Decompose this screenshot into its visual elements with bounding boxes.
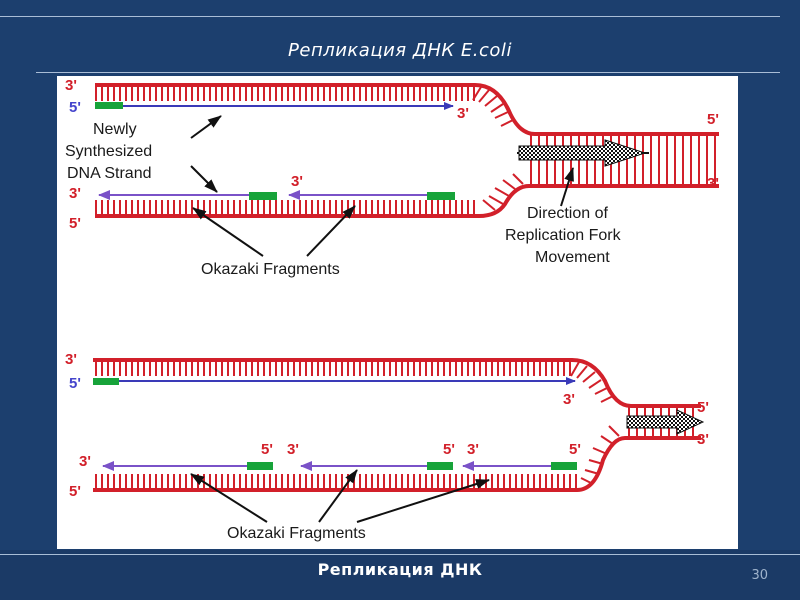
slide-title: Репликация ДНК E.coli [288, 40, 512, 61]
newly-synth-label-line2: Synthesized [65, 143, 152, 160]
top-lag-primer-left [249, 192, 277, 200]
bottom-direction-arrow [626, 409, 705, 435]
top-okazaki-label: Okazaki Fragments [201, 261, 340, 278]
top-diagram: 3' 5' 3' 5' 3' 3' 3' 5' Newly Synthesize… [65, 77, 719, 278]
bottom-okazaki-pointer-left [190, 473, 268, 523]
top-okazaki-pointer-left [192, 207, 264, 257]
top-fork-upper-arm [474, 83, 719, 136]
newly-pointer-up [190, 115, 222, 139]
bottom-okazaki-pointer-right [356, 479, 490, 523]
direction-pointer [560, 167, 574, 207]
newly-synth-label-line1: Newly [93, 121, 137, 138]
direction-label-line2: Replication Fork [505, 227, 622, 244]
bottom-lag-primer-a [247, 462, 273, 470]
top-label-3-right: 3' [707, 175, 719, 192]
top-rule [0, 16, 780, 17]
footer-rule [0, 554, 800, 555]
top-label-5-leading: 5' [69, 99, 81, 116]
top-label-3-leading: 3' [457, 105, 469, 122]
bottom-lower-base-ticks [93, 474, 577, 488]
footer-title: Репликация ДНК [317, 560, 483, 579]
bottom-fork-upper-arm [571, 358, 701, 408]
top-label-3-upper: 3' [65, 77, 77, 94]
bottom-fork-upper-teeth [570, 361, 614, 403]
bottom-fork-lower-arm [93, 436, 626, 492]
top-label-5-lower: 5' [69, 215, 81, 232]
bottom-label-3-leading: 3' [563, 391, 575, 408]
bottom-leading-primer [93, 378, 119, 385]
replication-figure: 3' 5' 3' 5' 3' 3' 3' 5' Newly Synthesize… [57, 76, 738, 549]
bottom-upper-base-ticks [93, 362, 572, 376]
top-fork-upper-teeth [472, 86, 514, 127]
top-lower-base-ticks [95, 200, 479, 214]
bottom-frag-3-a: 3' [287, 441, 299, 458]
top-lag-primer-right [427, 192, 455, 200]
bottom-frag-5-a: 5' [261, 441, 273, 458]
top-label-3-lagging: 3' [69, 185, 81, 202]
bottom-label-3-lagging: 3' [79, 453, 91, 470]
bottom-label-5-right: 5' [697, 399, 709, 416]
bottom-fork-lower-teeth [580, 425, 620, 485]
bottom-label-3-upper: 3' [65, 351, 77, 368]
top-fork-lower-teeth [482, 173, 524, 211]
bottom-label-3-right: 3' [697, 431, 709, 448]
footer-bar [0, 550, 800, 600]
bottom-diagram: 3' 5' 3' 5' 3' 3' 5' 3' 5' 3' 5' 5' Okaz… [65, 351, 709, 542]
direction-label-line1: Direction of [527, 205, 608, 222]
top-direction-arrow [518, 139, 647, 167]
bottom-frag-5-c: 5' [569, 441, 581, 458]
page-number: 30 [751, 568, 768, 583]
replication-diagram: 3' 5' 3' 5' 3' 3' 3' 5' Newly Synthesize… [65, 77, 719, 542]
top-fork-lower-arm [95, 184, 530, 218]
bottom-okazaki-label: Okazaki Fragments [227, 525, 366, 542]
bottom-lag-primer-b [427, 462, 453, 470]
top-okazaki-pointer-right [306, 205, 356, 257]
top-upper-base-ticks [95, 87, 475, 101]
direction-label-line3: Movement [535, 249, 610, 266]
bottom-lag-primer-c [551, 462, 577, 470]
newly-synth-label-line3: DNA Strand [67, 165, 151, 182]
bottom-okazaki-pointer-middle [318, 469, 358, 523]
top-label-3-lagging-mid: 3' [291, 173, 303, 190]
bottom-label-5-leading: 5' [69, 375, 81, 392]
title-rule [36, 72, 780, 73]
top-label-5-right: 5' [707, 111, 719, 128]
bottom-frag-3-b: 3' [467, 441, 479, 458]
newly-pointer-down [190, 165, 218, 193]
bottom-label-5-lower: 5' [69, 483, 81, 500]
top-leading-primer [95, 102, 123, 109]
bottom-frag-5-b: 5' [443, 441, 455, 458]
